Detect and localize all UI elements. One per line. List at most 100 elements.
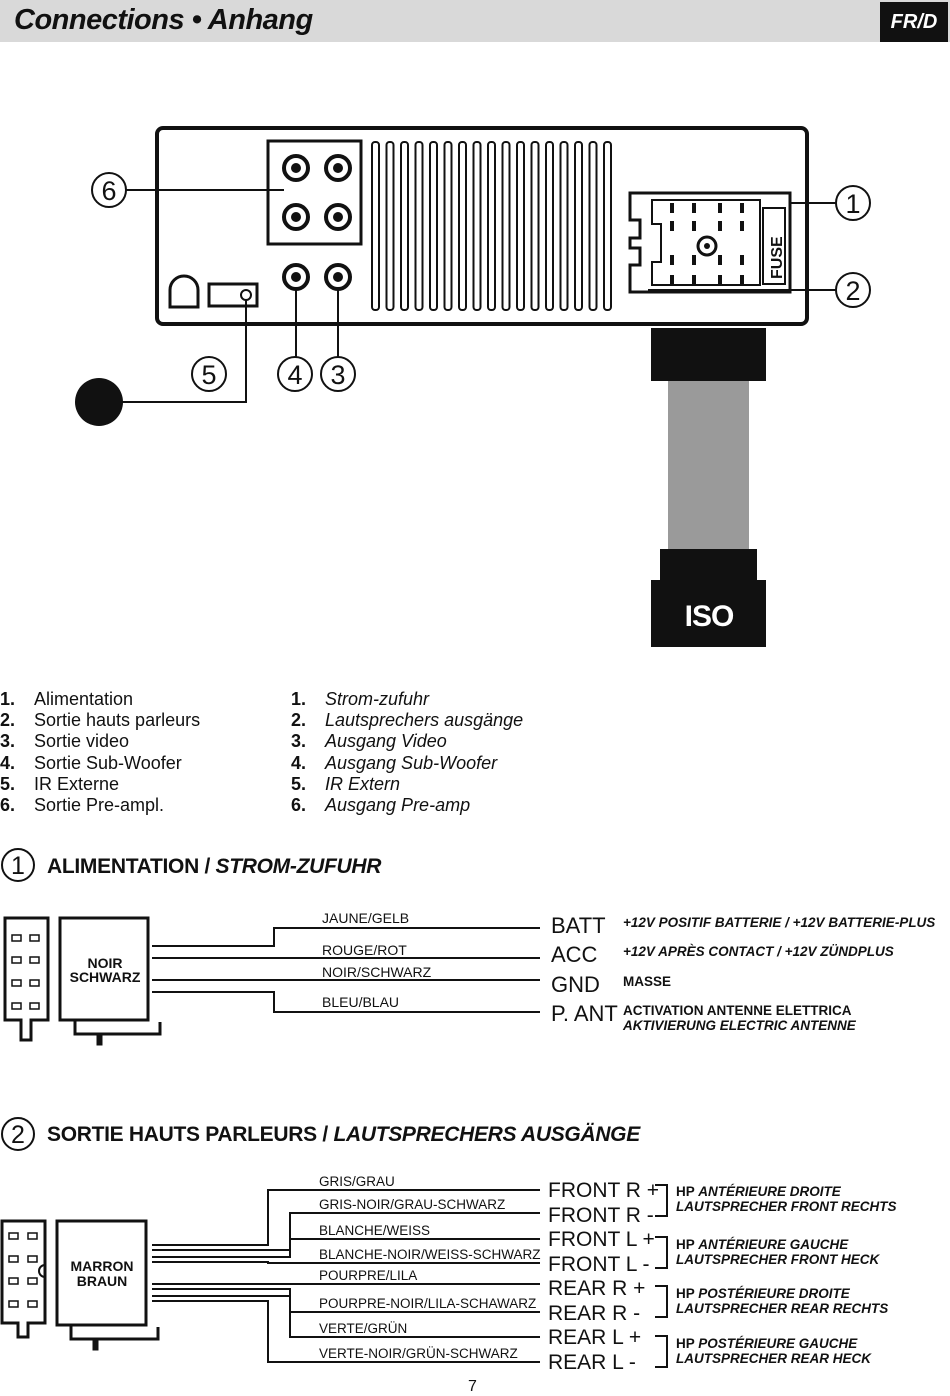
speaker-group-fr: HP POSTÉRIEURE GAUCHE xyxy=(676,1336,858,1351)
fuse-label: FUSE xyxy=(769,236,786,279)
callout-4: 4 xyxy=(287,360,302,390)
iso-pin xyxy=(740,221,744,231)
svg-text:SCHWARZ: SCHWARZ xyxy=(70,969,141,985)
wire-desc: AKTIVIERUNG ELECTRIC ANTENNE xyxy=(622,1018,857,1033)
speaker-wire xyxy=(152,1212,540,1251)
speaker-group-de: LAUTSPRECHER FRONT RECHTS xyxy=(676,1199,897,1214)
section-1-title: ALIMENTATION / STROM-ZUFUHR xyxy=(47,855,382,878)
legend-item: 1.Alimentation xyxy=(0,689,134,709)
speaker-wire xyxy=(152,1189,540,1246)
iso-pin xyxy=(670,203,674,213)
speaker-channel: FRONT R + xyxy=(548,1179,659,1202)
section-1-badge: 1 xyxy=(1,848,35,882)
heatsink-fin xyxy=(516,141,525,311)
callout-2: 2 xyxy=(845,276,860,306)
speaker-channel: REAR L + xyxy=(548,1326,641,1349)
speaker-group-de: LAUTSPRECHER REAR RECHTS xyxy=(676,1301,888,1316)
wire-color-label: BLANCHE-NOIR/WEISS-SCHWARZ xyxy=(319,1247,541,1262)
svg-text:1: 1 xyxy=(11,852,25,880)
wire-color-label: BLEU/BLAU xyxy=(322,994,399,1010)
iso-pin xyxy=(692,221,696,231)
iso-label: ISO xyxy=(685,600,734,633)
wire-color-label: VERTE-NOIR/GRÜN-SCHWARZ xyxy=(319,1346,518,1361)
speaker-wire xyxy=(152,1295,540,1338)
wire-name: ACC xyxy=(551,942,598,967)
wire-name: GND xyxy=(551,972,600,997)
iso-pin xyxy=(740,203,744,213)
heatsink-fin xyxy=(371,141,380,311)
heatsink-fin xyxy=(545,141,554,311)
wire-color-label: VERTE/GRÜN xyxy=(319,1321,407,1336)
heatsink-fin xyxy=(443,141,453,311)
speaker-group-de: LAUTSPRECHER FRONT HECK xyxy=(676,1252,881,1267)
speaker-channel: FRONT L + xyxy=(548,1228,655,1251)
svg-text:2: 2 xyxy=(11,1121,25,1149)
iso-pin xyxy=(692,255,696,265)
iso-pin xyxy=(718,221,722,231)
heatsink-fin xyxy=(530,141,540,311)
iso-pin xyxy=(718,203,722,213)
iso-pin xyxy=(692,275,696,285)
connector-pins xyxy=(8,1232,38,1308)
speaker-group-fr: HP POSTÉRIEURE DROITE xyxy=(676,1286,851,1301)
speaker-channel: FRONT R - xyxy=(548,1204,654,1227)
wire-color-label: BLANCHE/WEISS xyxy=(319,1223,430,1238)
legend-item: 3.Sortie video xyxy=(0,731,130,752)
power-wiring-diagram: NOIR SCHWARZ JAUNE/GELB ROUGE/ROT NOIR/S… xyxy=(3,910,935,1046)
speaker-group-fr: HP ANTÉRIEURE DROITE xyxy=(676,1184,842,1199)
heatsink-fin xyxy=(574,141,583,311)
speaker-group-fr: HP ANTÉRIEURE GAUCHE xyxy=(676,1237,849,1252)
legend-item: 1.Strom-zufuhr xyxy=(291,689,430,709)
legend-item: 6.Sortie Pre-ampl. xyxy=(0,795,165,816)
legend-de: 1.Strom-zufuhr 2.Lautsprechers ausgänge … xyxy=(291,689,523,816)
iso-plug-bottom xyxy=(651,549,766,647)
section-2-title: SORTIE HAUTS PARLEURS / LAUTSPRECHERS AU… xyxy=(47,1123,640,1146)
heatsink-fin xyxy=(400,141,409,311)
wires xyxy=(152,1189,540,1363)
iso-pin xyxy=(740,255,744,265)
wire-desc: +12V POSITIF BATTERIE / +12V BATTERIE-PL… xyxy=(623,915,935,930)
heatsink-fin xyxy=(603,141,612,311)
legend-item: 3.Ausgang Video xyxy=(291,731,447,752)
heatsink-fin xyxy=(458,141,467,311)
wire-color-label: POURPRE-NOIR/LILA-SCHAWARZ xyxy=(319,1296,536,1311)
iso-pins xyxy=(670,203,744,285)
legend-fr: 1.Alimentation 2.Sortie hauts parleurs 3… xyxy=(0,689,200,816)
wire-color-label: POURPRE/LILA xyxy=(319,1268,417,1283)
svg-text:NOIR: NOIR xyxy=(88,955,123,971)
plug-body xyxy=(55,1219,160,1351)
header-bar xyxy=(0,0,950,42)
iso-cable xyxy=(668,381,749,549)
legend-item: 2.Lautsprechers ausgänge xyxy=(291,710,524,731)
antenna-socket xyxy=(168,274,200,309)
svg-text:BRAUN: BRAUN xyxy=(77,1273,128,1289)
language-badge: FR/D xyxy=(880,2,948,42)
legend-item: 4.Sortie Sub-Woofer xyxy=(0,752,182,773)
heatsink-fin xyxy=(414,141,424,311)
wires xyxy=(152,927,540,1013)
page-title: Connections • Anhang xyxy=(14,4,313,36)
wire-desc: MASSE xyxy=(623,974,671,989)
iso-plug-top xyxy=(651,328,766,381)
ir-sensor xyxy=(75,378,123,426)
iso-pin xyxy=(740,275,744,285)
callout-3: 3 xyxy=(330,360,345,390)
callout-1: 1 xyxy=(845,189,860,219)
legend-item: 4.Ausgang Sub-Woofer xyxy=(291,752,498,773)
connector-pins xyxy=(11,934,40,1010)
speaker-wire xyxy=(152,1300,540,1363)
wire-name: BATT xyxy=(551,913,606,938)
speaker-channel: REAR R - xyxy=(548,1302,640,1325)
wire-color-label: ROUGE/ROT xyxy=(322,942,407,958)
heatsink-fin xyxy=(588,141,598,311)
iso-pin xyxy=(718,275,722,285)
wire-name: P. ANT xyxy=(551,1001,618,1026)
wire-color-label: NOIR/SCHWARZ xyxy=(322,964,432,980)
device-rear-diagram: FUSE 6 1 2 5 4 3 ISO xyxy=(75,126,871,647)
group-brackets xyxy=(655,1184,668,1368)
iso-pin xyxy=(670,221,674,231)
fuse xyxy=(762,207,786,285)
heatsink-fins xyxy=(371,141,612,311)
callout-6: 6 xyxy=(101,176,116,206)
iso-pin xyxy=(670,255,674,265)
